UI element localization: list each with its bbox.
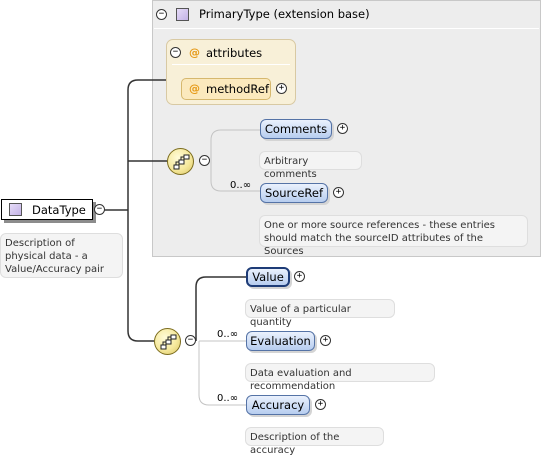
evaluation-occurrence: 0..∞	[217, 329, 239, 340]
element-comments[interactable]: Comments	[260, 119, 332, 139]
root-element-datatype[interactable]	[1, 199, 93, 220]
sequence-icon	[160, 334, 177, 350]
accuracy-occurrence: 0..∞	[217, 393, 239, 404]
trunk-connector-line	[127, 79, 167, 342]
evaluation-expand-toggle[interactable]: +	[320, 335, 331, 346]
element-evaluation[interactable]: Evaluation	[246, 331, 315, 351]
evaluation-description: Data evaluation and recommendation	[245, 363, 435, 392]
sourceref-occurrence: 0..∞	[230, 180, 252, 191]
main-sequence-accuracy-branch	[198, 341, 246, 406]
ext-sequence-collapse-toggle[interactable]: −	[199, 155, 210, 166]
sourceref-expand-toggle[interactable]: +	[333, 187, 344, 198]
sequence-icon	[173, 154, 190, 170]
complex-type-icon	[9, 203, 22, 216]
main-sequence-value-branch	[195, 276, 246, 341]
value-expand-toggle[interactable]: +	[294, 271, 305, 282]
element-value[interactable]: Value	[246, 267, 290, 287]
main-sequence-compositor-icon[interactable]	[154, 328, 181, 355]
root-collapse-toggle[interactable]: −	[94, 204, 105, 215]
attribute-methodref-label: methodRef	[206, 82, 270, 96]
root-element-label: DataType	[32, 203, 86, 217]
sourceref-description: One or more source references - these en…	[259, 215, 528, 257]
extension-collapse-toggle[interactable]: −	[156, 9, 167, 20]
value-description: Value of a particular quantity	[245, 299, 395, 328]
ext-sequence-compositor-icon[interactable]	[167, 148, 194, 175]
extension-title: PrimaryType (extension base)	[199, 7, 370, 21]
attributes-divider	[172, 64, 290, 65]
complex-type-icon	[176, 8, 189, 21]
accuracy-expand-toggle[interactable]: +	[315, 399, 326, 410]
attribute-methodref[interactable]	[181, 78, 271, 100]
attribute-at-icon: @	[189, 46, 200, 59]
ext-sequence-upper-branch	[210, 129, 260, 161]
element-sourceref[interactable]: SourceRef	[260, 183, 328, 203]
accuracy-description: Description of the accuracy	[245, 427, 384, 456]
attributes-collapse-toggle[interactable]: −	[170, 47, 181, 58]
root-description: Description of physical data - a Value/A…	[0, 233, 123, 278]
comments-expand-toggle[interactable]: +	[337, 123, 348, 134]
comments-description: Arbitrary comments	[259, 151, 362, 180]
ext-sequence-lower-branch	[210, 161, 260, 192]
attribute-at-icon: @	[189, 82, 200, 95]
main-sequence-collapse-toggle[interactable]: −	[185, 335, 196, 346]
element-accuracy[interactable]: Accuracy	[246, 395, 310, 415]
attribute-expand-toggle[interactable]: +	[276, 83, 287, 94]
attributes-group-label: attributes	[206, 46, 263, 60]
extension-header-divider	[154, 28, 539, 29]
